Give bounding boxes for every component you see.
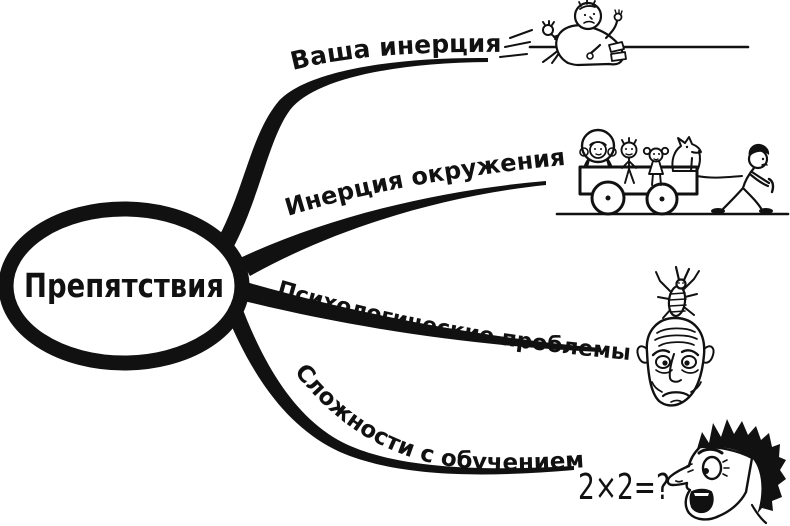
your-inertia-illustration	[499, 0, 750, 67]
branch-label-your-inertia: Ваша инерция	[288, 29, 502, 76]
motion-lines	[499, 29, 533, 58]
psychological-problems-illustration	[636, 265, 715, 407]
rope	[696, 175, 743, 179]
big-person	[555, 0, 627, 67]
hair	[697, 419, 786, 514]
girl-figure	[642, 146, 670, 186]
insect	[655, 265, 700, 319]
branch-label-environment-inertia: Инерция окружения	[282, 143, 567, 222]
pulling-man-figure	[711, 143, 775, 214]
dog-figure	[671, 136, 702, 172]
central-node-shape	[0, 201, 250, 371]
branch-psychological-problems	[240, 282, 600, 352]
environment-inertia-illustration	[555, 128, 790, 216]
worried-face	[636, 316, 715, 407]
branch-your-inertia	[216, 57, 488, 250]
learning-difficulties-illustration: 2×2=?	[578, 419, 786, 525]
branch-label-psychological-problems: Психологические проблемы	[274, 277, 632, 366]
branch-learning-difficulties	[224, 302, 574, 475]
branches	[216, 57, 600, 475]
branch-label-learning-difficulties: Сложности с обучением	[289, 359, 584, 476]
central-node-label: Препятствия	[24, 266, 224, 305]
shocked-face	[666, 419, 786, 525]
equation-text: 2×2=?	[578, 467, 670, 508]
branch-labels: Ваша инерция Инерция окружения Психологи…	[274, 29, 632, 476]
central-node: Препятствия	[0, 201, 250, 371]
boy-figure	[620, 137, 638, 184]
